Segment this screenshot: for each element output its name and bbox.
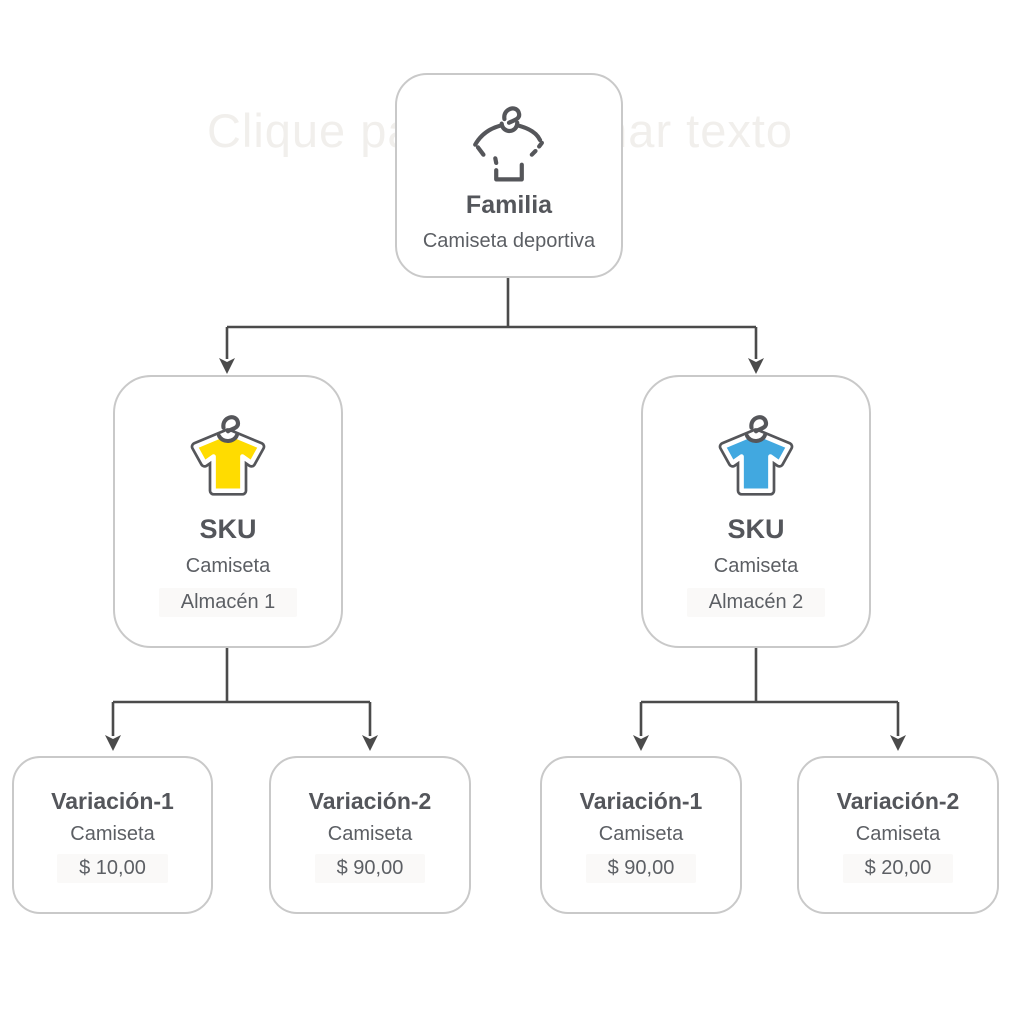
variation-price: $ 20,00 [842, 853, 954, 883]
variation-product: Camiseta [855, 822, 941, 845]
arrowheads [105, 358, 906, 751]
node-variacion-1-almacen-2: Variación-1 Camiseta $ 90,00 [540, 756, 742, 914]
family-title: Familia [465, 190, 553, 219]
tshirt-hanger-yellow-icon [183, 406, 273, 498]
variation-product: Camiseta [70, 822, 155, 845]
variation-title: Variación-1 [51, 787, 174, 814]
sku-warehouse: Almacén 1 [158, 588, 298, 617]
sku-warehouse: Almacén 2 [686, 588, 826, 617]
node-variacion-2-almacen-2: Variación-2 Camiseta $ 20,00 [797, 756, 999, 914]
variation-title: Variación-2 [308, 787, 432, 814]
sku-product: Camiseta [713, 555, 799, 577]
tshirt-hanger-blue-icon [711, 406, 801, 498]
node-variacion-2-almacen-1: Variación-2 Camiseta $ 90,00 [269, 756, 471, 914]
node-sku-almacen-1: SKU Camiseta Almacén 1 [113, 375, 343, 648]
node-sku-almacen-2: SKU Camiseta Almacén 2 [641, 375, 871, 648]
sku-product: Camiseta [185, 555, 271, 577]
node-familia: Familia Camiseta deportiva [395, 73, 623, 278]
sku-title: SKU [199, 514, 257, 544]
variation-price: $ 90,00 [585, 853, 697, 883]
variation-product: Camiseta [327, 822, 413, 845]
variation-product: Camiseta [598, 822, 684, 845]
variation-title: Variación-1 [579, 787, 703, 814]
tshirt-hanger-outline-icon [463, 99, 555, 183]
variation-title: Variación-2 [836, 787, 960, 814]
node-variacion-1-almacen-1: Variación-1 Camiseta $ 10,00 [12, 756, 213, 914]
variation-price: $ 90,00 [314, 853, 426, 883]
sku-title: SKU [727, 514, 785, 544]
variation-price: $ 10,00 [57, 853, 168, 883]
family-subtitle: Camiseta deportiva [422, 229, 596, 252]
